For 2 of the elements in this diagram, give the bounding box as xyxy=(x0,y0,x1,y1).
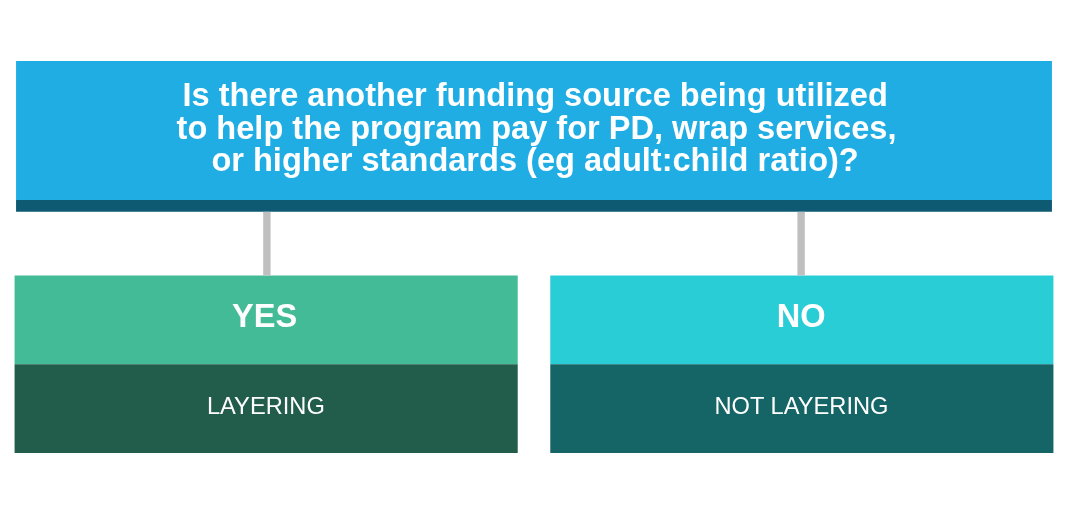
connector xyxy=(797,211,805,275)
connector xyxy=(263,211,271,275)
